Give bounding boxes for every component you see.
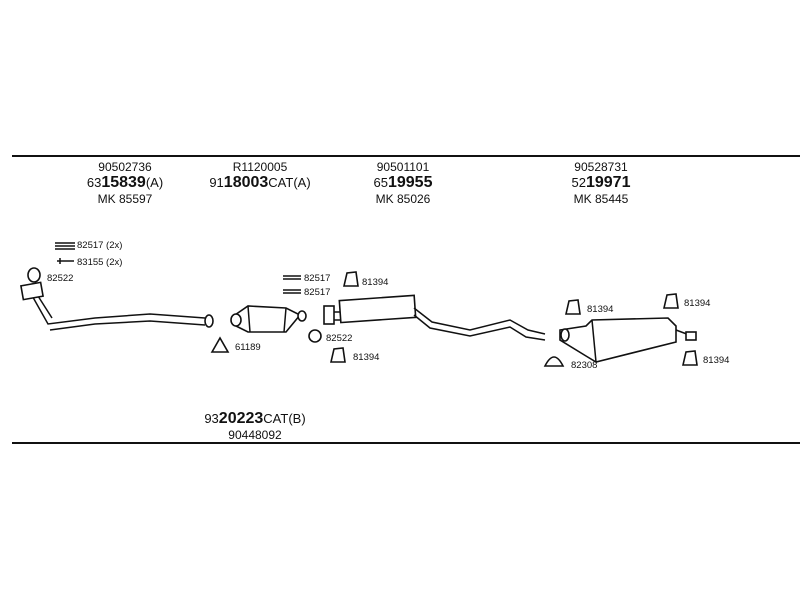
catalyst-b-prefix: 93 <box>204 411 219 426</box>
rubber-mount-icon <box>329 347 346 363</box>
clamp-icon <box>57 258 74 264</box>
rear-silencer-prefix: 52 <box>571 175 586 190</box>
label-gasket-front: 82522 <box>47 273 73 284</box>
label-bolts-front: 82517 (2x) <box>77 240 122 251</box>
label-bolts-cat-2: 82517 <box>304 287 330 298</box>
bolt-icon <box>283 289 301 294</box>
rubber-mount-icon <box>564 299 581 315</box>
middle-silencer-main-number: 19955 <box>387 174 433 191</box>
catalyst-main-number: 18003 <box>223 174 269 191</box>
middle-silencer-part-number: 90501101 6519955 MK 85026 <box>348 160 458 206</box>
catalyst-prefix: 91 <box>209 175 224 190</box>
label-clamp-rear: 82308 <box>571 360 597 371</box>
rubber-mount-icon <box>681 350 698 366</box>
catalyst-b-suffix: CAT(B) <box>263 411 306 426</box>
rear-silencer-ref: 90528731 <box>574 160 628 174</box>
middle-silencer-mk: MK 85026 <box>375 192 431 206</box>
rubber-mount-icon <box>662 293 679 309</box>
front-pipe-suffix: (A) <box>145 175 164 190</box>
rear-silencer-main-number: 19971 <box>585 174 631 191</box>
label-mount-rear-2: 81394 <box>684 298 710 309</box>
front-pipe-prefix: 63 <box>86 175 102 190</box>
catalyst-b-part-number: 9320223CAT(B) 90448092 <box>185 410 325 442</box>
label-clamp-front: 83155 (2x) <box>77 257 122 268</box>
front-pipe-part-number: 90502736 6315839(A) MK 85597 <box>70 160 180 206</box>
bolt-icon <box>55 242 75 250</box>
label-mount-mid: 81394 <box>362 277 388 288</box>
clamp-icon <box>543 356 565 367</box>
middle-silencer-ref: 90501101 <box>376 160 430 174</box>
gasket-icon <box>308 329 322 343</box>
front-pipe-main-number: 15839 <box>101 174 146 191</box>
middle-silencer-prefix: 65 <box>373 175 388 190</box>
label-gasket-mid: 82522 <box>326 333 352 344</box>
catalyst-b-main-number: 20223 <box>218 410 264 427</box>
front-pipe-end <box>204 314 214 328</box>
rubber-mount-icon <box>342 271 359 287</box>
label-bolts-cat-1: 82517 <box>304 273 330 284</box>
front-pipe-mk: MK 85597 <box>97 192 153 206</box>
middle-silencer <box>323 294 546 341</box>
front-pipe-flange <box>20 281 44 301</box>
label-mount-rear-1: 81394 <box>587 304 613 315</box>
bolt-icon <box>283 275 301 280</box>
label-mount-rear-3: 81394 <box>703 355 729 366</box>
rear-silencer <box>559 317 697 363</box>
ring-icon <box>210 336 230 353</box>
catalyst-part-number: R1120005 9118003CAT(A) <box>195 160 325 192</box>
front-pipe <box>20 281 214 331</box>
catalyst-b-ref: 90448092 <box>228 428 282 442</box>
bottom-divider-line <box>12 442 800 444</box>
label-ring-cat: 61189 <box>235 342 261 353</box>
rear-silencer-mk: MK 85445 <box>573 192 629 206</box>
catalytic-converter <box>230 305 307 333</box>
top-divider-line <box>12 155 800 157</box>
gasket-icon <box>27 267 41 283</box>
rear-silencer-part-number: 90528731 5219971 MK 85445 <box>546 160 656 206</box>
catalyst-suffix: CAT(A) <box>268 175 311 190</box>
front-pipe-ref: 90502736 <box>98 160 152 174</box>
catalyst-ref: R1120005 <box>232 160 288 174</box>
label-mount-mid-low: 81394 <box>353 352 379 363</box>
